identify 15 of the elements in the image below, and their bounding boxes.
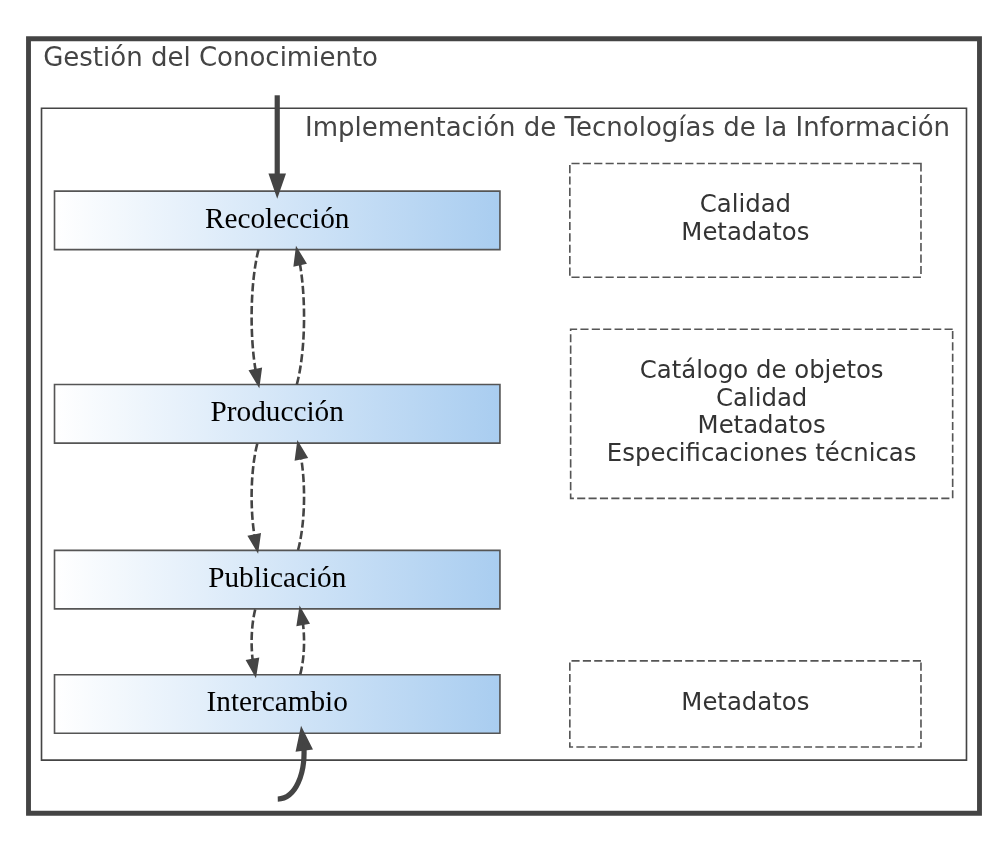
arrow [248,249,262,389]
node-box: Producción [53,383,501,444]
node-box: Intercambio [53,673,501,735]
node-box: Calidad Metadatos [568,162,922,279]
node-box: Publicación [53,549,501,610]
node-box: Catálogo de objetos Calidad Metadatos Especificaciones técnicas [569,328,953,500]
arrow [245,609,259,679]
arrow [292,245,307,385]
arrow [295,605,310,675]
arrow [267,95,286,199]
node-box: Metadatos [568,660,922,748]
arrow [246,443,261,554]
node-box: Recolección [53,190,501,251]
arrow [294,439,308,551]
arrow [276,725,313,802]
